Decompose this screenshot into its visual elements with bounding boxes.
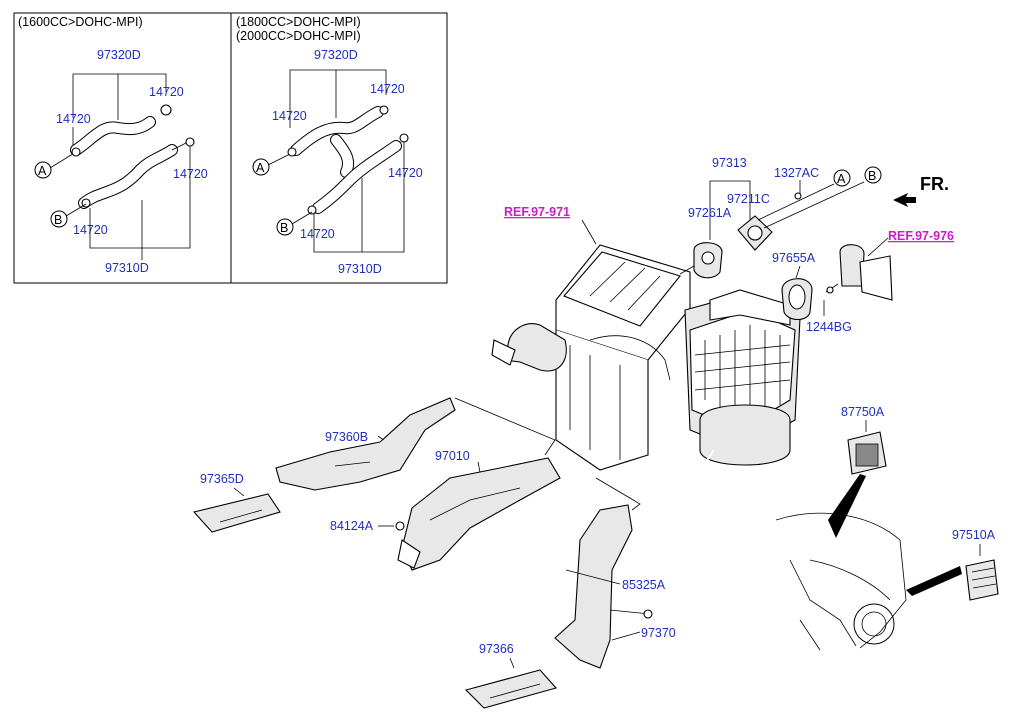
label-87750a: 87750A: [841, 405, 885, 419]
duct-97360b: [275, 397, 456, 491]
marker-b-left: [50, 210, 68, 228]
label-85325a: 85325A: [622, 578, 666, 592]
vent-grille-97510a: [965, 559, 999, 601]
duct-97365d: [192, 493, 281, 533]
label-1327ac: 1327AC: [774, 166, 819, 180]
label-97510a: 97510A: [952, 528, 996, 542]
marker-a-main-text: A: [837, 172, 846, 186]
label-97313: 97313: [712, 156, 747, 170]
inset-left-title: (1600CC>DOHC-MPI): [18, 15, 143, 29]
label-97366: 97366: [479, 642, 514, 656]
inset-right-panel: 97320D 14720 14720 A B 14720 14720 97310…: [252, 48, 423, 276]
label-97211c: 97211C: [727, 192, 770, 206]
center-duct-97010: [401, 457, 561, 571]
vehicle-outline: [775, 474, 962, 651]
front-direction-indicator: FR.: [893, 174, 949, 207]
marker-b-main: [864, 166, 882, 184]
marker-a-left-text: A: [38, 164, 47, 178]
label-97370: 97370: [641, 626, 676, 640]
label-14720-right-bottom-left: 14720: [300, 227, 335, 241]
duct-97366: [464, 669, 557, 709]
marker-a-right: [252, 158, 270, 176]
label-97010: 97010: [435, 449, 470, 463]
marker-b-left-text: B: [54, 213, 62, 227]
marker-b-right: [276, 218, 294, 236]
label-97655a: 97655A: [772, 251, 816, 265]
label-84124a: 84124A: [330, 519, 374, 533]
label-97320d-right: 97320D: [314, 48, 358, 62]
inset-right-title-1: (1800CC>DOHC-MPI): [236, 15, 361, 29]
heater-blower-unit: [491, 244, 801, 527]
marker-a-right-text: A: [256, 161, 265, 175]
ref-97-971[interactable]: REF.97-971: [504, 205, 570, 219]
marker-b-right-text: B: [280, 221, 288, 235]
label-14720-left-top-right: 14720: [149, 85, 184, 99]
label-14720-right-top-left: 14720: [272, 109, 307, 123]
label-14720-left-bottom-right: 14720: [173, 167, 208, 181]
label-14720-left-bottom-left: 14720: [73, 223, 108, 237]
engine-variant-inset: (1600CC>DOHC-MPI) (1800CC>DOHC-MPI) (200…: [13, 12, 448, 284]
label-14720-right-bottom-right: 14720: [388, 166, 423, 180]
label-97310d-left: 97310D: [105, 261, 149, 275]
label-97365d: 97365D: [200, 472, 244, 486]
label-14720-right-top-right: 14720: [370, 82, 405, 96]
label-14720-left-top-left: 14720: [56, 112, 91, 126]
label-97320d-left: 97320D: [97, 48, 141, 62]
inset-right-title-2: (2000CC>DOHC-MPI): [236, 29, 361, 43]
ref-97-976[interactable]: REF.97-976: [888, 229, 954, 243]
marker-a-main: [833, 169, 851, 187]
marker-a-left: [34, 161, 52, 179]
fr-label: FR.: [920, 174, 949, 194]
leader-ref1: [581, 219, 597, 245]
inset-left-panel: 97320D 14720 14720 A B 14720 14720 97310…: [34, 48, 208, 275]
label-97261a: 97261A: [688, 206, 732, 220]
rear-duct-97370: [554, 504, 633, 669]
marker-b-main-text: B: [868, 169, 876, 183]
label-97360b: 97360B: [325, 430, 368, 444]
label-97310d-right: 97310D: [338, 262, 382, 276]
label-1244bg: 1244BG: [806, 320, 852, 334]
